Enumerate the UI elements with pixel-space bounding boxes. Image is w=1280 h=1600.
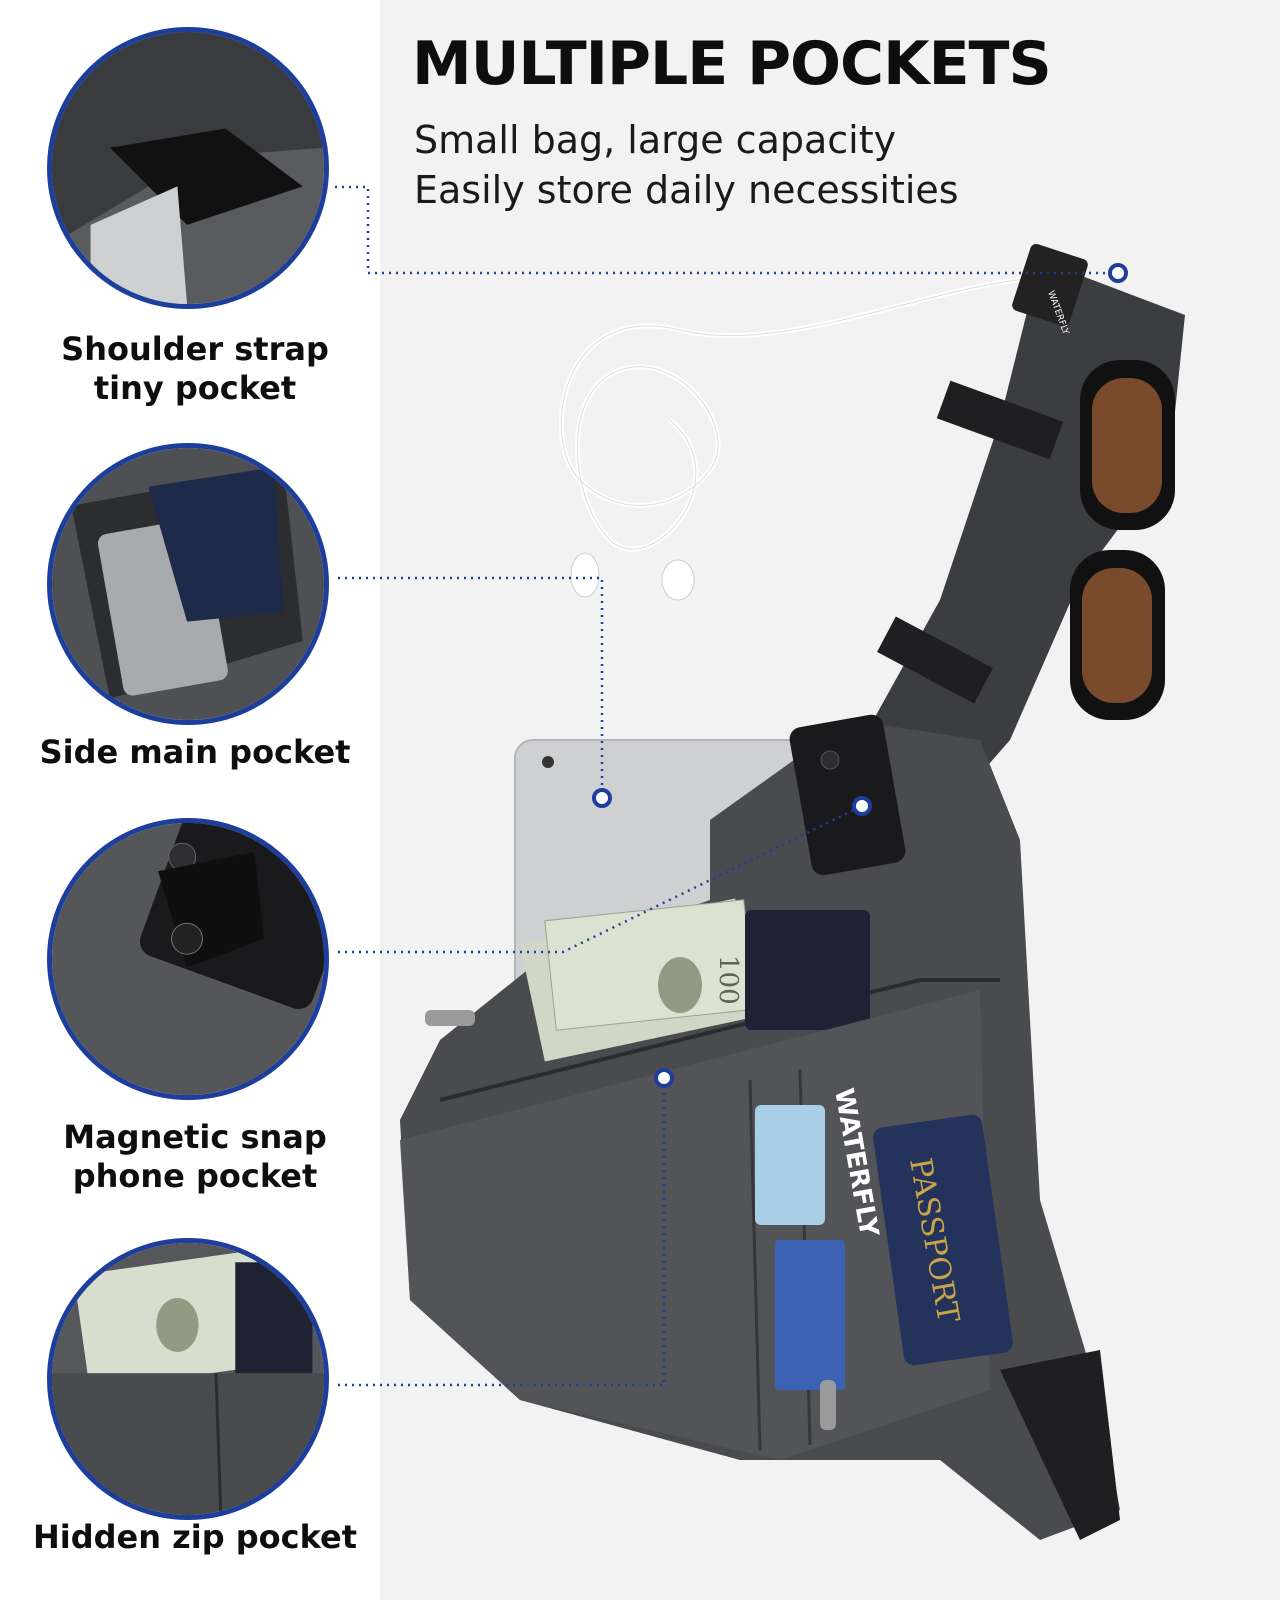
feature-caption-line: Magnetic snap: [63, 1118, 327, 1156]
subtitle-line-2: Easily store daily necessities: [414, 168, 959, 212]
feature-caption-line: Shoulder strap: [61, 330, 329, 368]
feature-caption-magnetic-snap: Magnetic snap phone pocket: [0, 1118, 390, 1196]
feature-caption-line: phone pocket: [72, 1157, 318, 1196]
feature-caption-line: Side main pocket: [39, 733, 351, 771]
feature-caption-line: Hidden zip pocket: [32, 1518, 358, 1556]
feature-caption-shoulder-strap: Shoulder strap tiny pocket: [0, 330, 390, 408]
feature-caption-side-main: Side main pocket: [0, 733, 390, 772]
feature-image-side-main-pocket: [47, 443, 329, 725]
sunglasses-icon: [1070, 360, 1175, 720]
feature-caption-line: tiny pocket: [93, 369, 297, 408]
sling-bag-illustration: WATERFLY 100 PASSPORT WATERFLY: [400, 244, 1185, 1540]
banknote-value: 100: [713, 955, 743, 1005]
feature-image-shoulder-strap-pocket: [47, 27, 329, 309]
feature-caption-hidden-zip: Hidden zip pocket: [0, 1518, 390, 1557]
subtitle-line-1: Small bag, large capacity: [414, 118, 897, 162]
feature-image-hidden-zip-pocket: [47, 1238, 329, 1520]
page-title: MULTIPLE POCKETS: [412, 29, 1052, 99]
feature-image-magnetic-phone-pocket: [47, 818, 329, 1100]
